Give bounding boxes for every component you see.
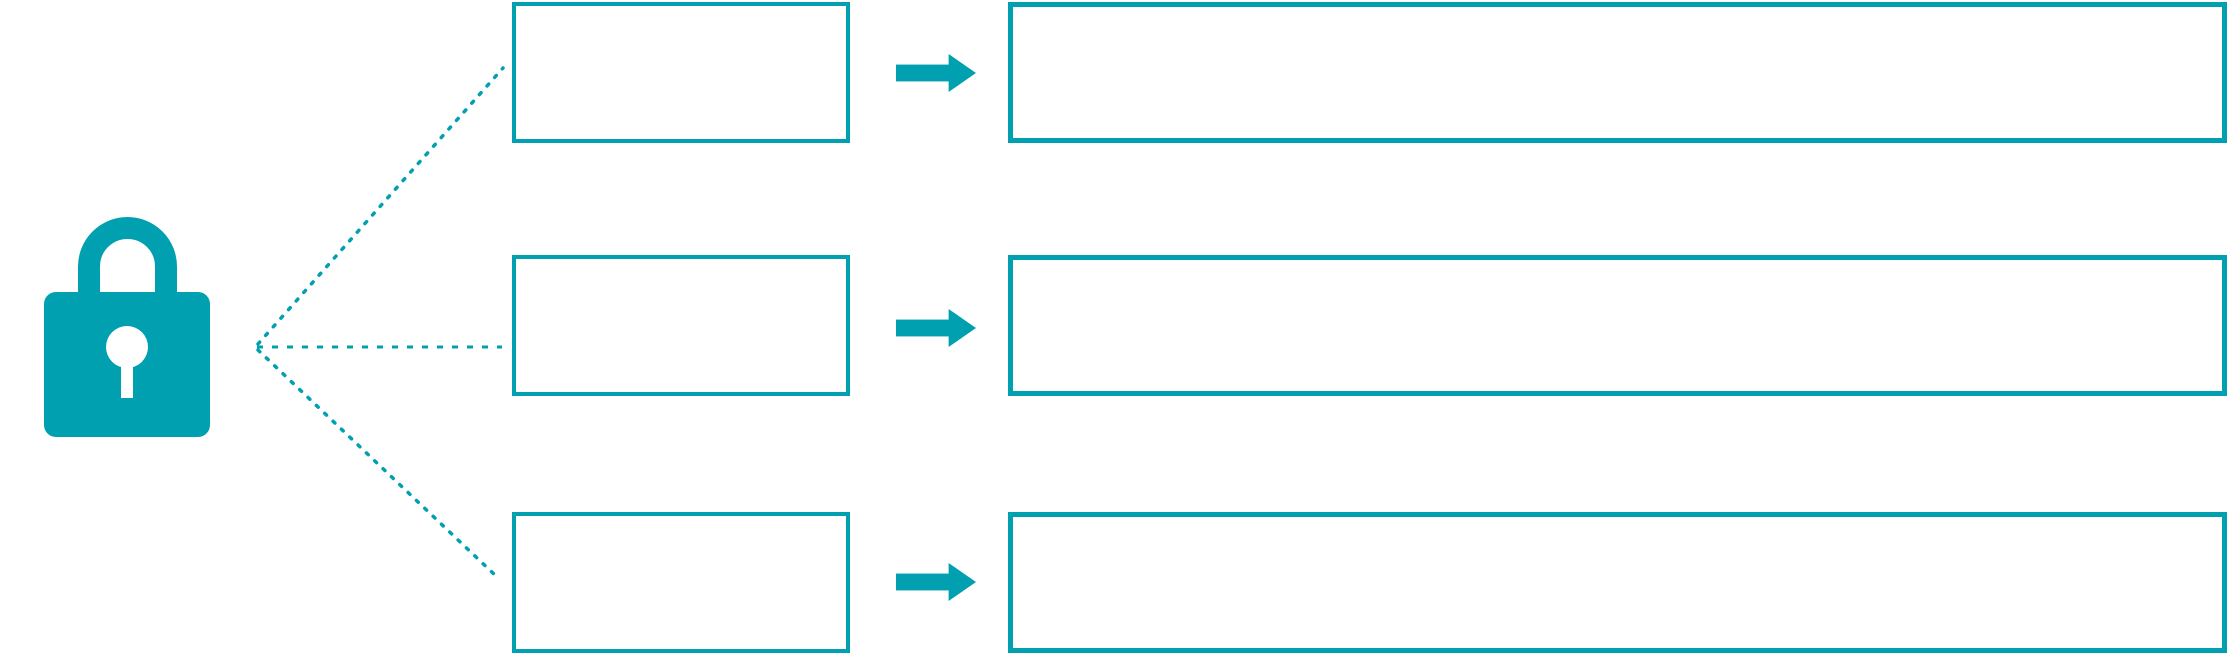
dotted-connector-top [256, 66, 505, 346]
arrow-right-icon [896, 563, 976, 601]
lock-keyhole-stem [121, 358, 133, 398]
arrow-right-icon [896, 309, 976, 347]
lock-icon [44, 217, 210, 437]
large-box-row2 [1008, 255, 2227, 396]
small-box-row3 [512, 512, 850, 653]
large-box-row1 [1008, 2, 2227, 143]
lock-keyhole [106, 326, 148, 368]
dotted-connector-bottom [256, 348, 498, 578]
large-box-row3 [1008, 512, 2227, 653]
lock-shackle [78, 217, 177, 308]
small-box-row2 [512, 255, 850, 396]
small-box-row1 [512, 2, 850, 143]
arrow-right-icon [896, 54, 976, 92]
